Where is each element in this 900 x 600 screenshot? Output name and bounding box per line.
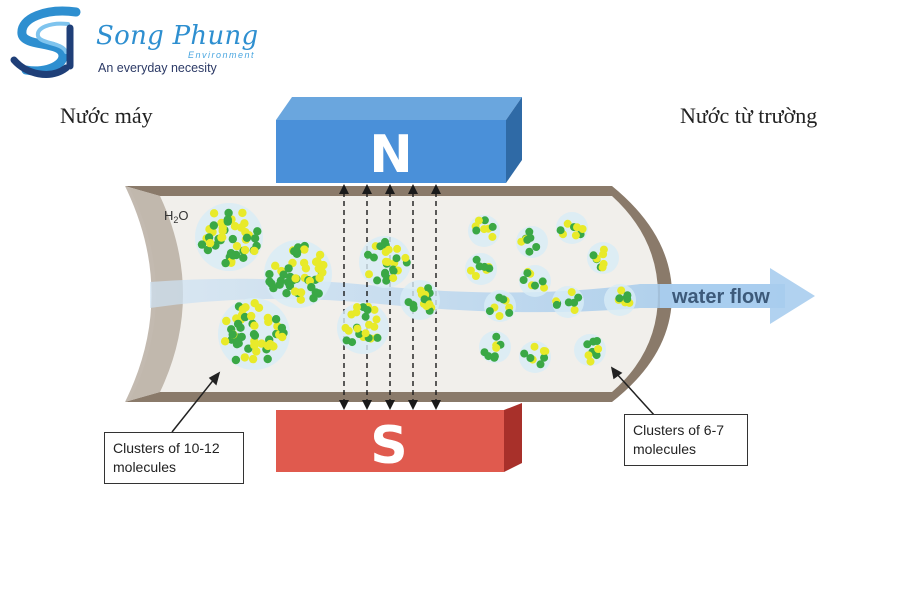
molecule-cluster	[604, 284, 636, 316]
water-flow-label: water flow	[671, 286, 770, 308]
molecule-cluster	[195, 203, 263, 271]
molecule-cluster	[587, 242, 619, 274]
callout-right-line1: Clusters of 6-7	[633, 422, 725, 438]
callout-left: Clusters of 10-12 molecules	[104, 432, 244, 484]
south-magnet-side	[504, 403, 522, 472]
molecule-cluster	[519, 265, 551, 297]
molecule-cluster	[218, 298, 290, 370]
molecule-cluster	[400, 280, 440, 320]
north-magnet-front	[276, 120, 506, 183]
callout-right-line2: molecules	[633, 441, 697, 457]
h2o-label: H2O	[164, 208, 189, 225]
molecule-cluster	[484, 290, 516, 322]
north-magnet-side	[506, 97, 522, 183]
pipe-bottom-wall	[125, 392, 612, 402]
callout-right: Clusters of 6-7 molecules	[624, 414, 748, 466]
pipe-outlet-rim	[612, 186, 672, 402]
molecule-cluster	[516, 226, 548, 258]
water-flow-arrow	[660, 268, 815, 324]
left-title: Nước máy	[60, 103, 153, 128]
callout-left-line1: Clusters of 10-12	[113, 440, 220, 456]
brand-name: Song Phung	[96, 21, 259, 51]
molecule-cluster	[556, 212, 588, 244]
callout-left-line2: molecules	[113, 459, 177, 475]
molecule-cluster	[359, 236, 411, 288]
molecule-clusters	[195, 203, 636, 373]
north-magnet-top	[276, 97, 522, 120]
molecule-cluster	[465, 253, 497, 285]
molecule-cluster	[552, 286, 584, 318]
right-title: Nước từ trường	[680, 103, 818, 128]
molecule-cluster	[519, 341, 551, 373]
molecule-cluster	[337, 302, 389, 354]
brand-tagline: An everyday necesity	[98, 61, 217, 75]
south-magnet-front	[276, 410, 504, 472]
molecule-cluster	[264, 240, 332, 308]
south-magnet-label: S	[370, 416, 407, 476]
molecule-cluster	[468, 215, 500, 247]
molecule-cluster	[479, 331, 511, 363]
brand-subtitle: Environment	[188, 50, 256, 60]
song-phung-logo-icon	[10, 6, 81, 78]
callout-pointers	[171, 366, 656, 433]
molecule-cluster	[574, 334, 606, 366]
field-line-arrows	[339, 184, 441, 410]
magnetic-field-lines	[343, 192, 437, 402]
north-magnet-label: N	[369, 125, 413, 185]
